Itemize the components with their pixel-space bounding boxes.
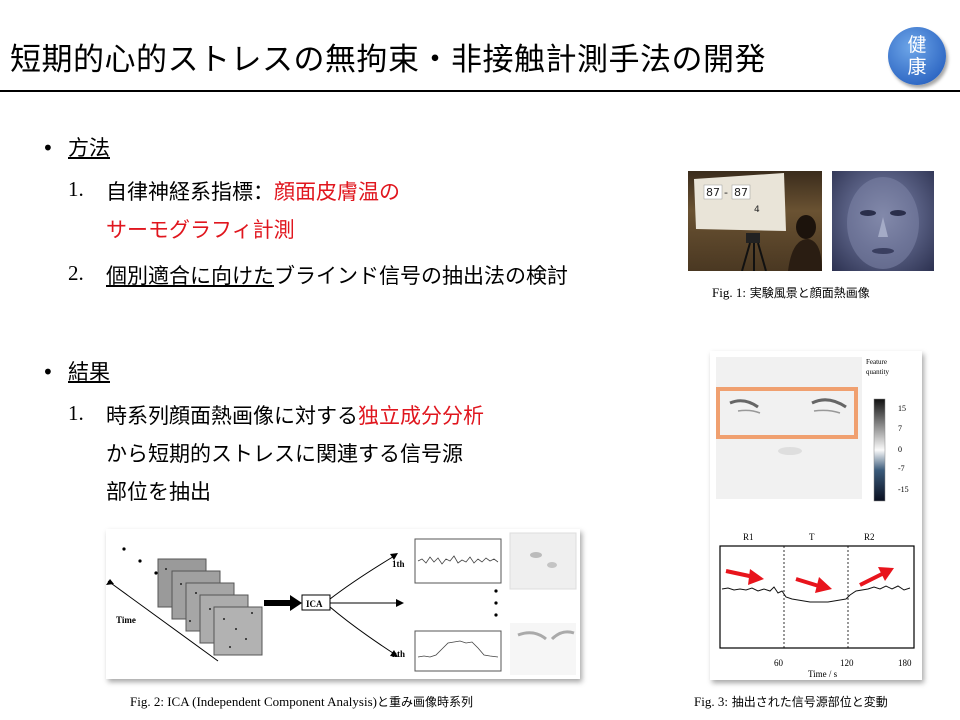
- phase-label-t: T: [809, 532, 815, 542]
- screen-separator: -: [724, 186, 728, 199]
- fig2-nth-label: nth: [392, 649, 405, 659]
- fig3-source-panel: Feature quantity 15 7 0 -7 -15 R1 T R2: [710, 351, 922, 680]
- fig2-time-label: Time: [116, 615, 136, 625]
- fig2-ica-diagram: Time ICA 1th nth: [106, 529, 580, 679]
- results-heading: 結果: [68, 360, 110, 384]
- phase-label-r1: R1: [743, 532, 754, 542]
- fig1-caption-prefix: Fig. 1:: [712, 285, 746, 300]
- trend-arrow-icon: [795, 577, 832, 593]
- methods-heading: 方法: [68, 136, 110, 160]
- methods-item1-text: 自律神経系指標：顔面皮膚温の: [106, 176, 400, 206]
- phase-label-r2: R2: [864, 532, 875, 542]
- fig1-caption-text: 実験風景と顔面熱画像: [745, 286, 870, 300]
- fig2-caption-prefix: Fig. 2: ICA (Independent Component Analy…: [130, 694, 377, 709]
- results-item1-line1: 時系列顔面熱画像に対する独立成分分析: [106, 400, 484, 430]
- fig1-caption: Fig. 1: 実験風景と顔面熱画像: [712, 284, 870, 301]
- thermal-face-drawing: [847, 177, 919, 269]
- trend-arrow-icon: [725, 569, 764, 585]
- screen-number-2: 87: [734, 186, 748, 199]
- fig2-input-arrow-icon: [264, 595, 302, 611]
- fig2-caption-text: と重み画像時系列: [376, 695, 473, 709]
- bullet-dot-icon: •: [42, 136, 54, 160]
- signal-plot-frame: [719, 545, 915, 649]
- fig2-ica-label: ICA: [306, 599, 323, 609]
- results-line1-prefix: 時系列顔面熱画像に対する: [106, 404, 358, 428]
- methods-item2-underlined: 個別適合に向けた: [106, 264, 274, 288]
- x-tick: 120: [840, 658, 854, 668]
- badge-char-1: 健: [907, 34, 927, 56]
- colorbar-title-1: Feature: [866, 358, 887, 366]
- thermal-frame-stack: [157, 558, 263, 656]
- trend-arrow-icon: [859, 567, 894, 587]
- page-title: 短期的心的ストレスの無拘束・非接触計測手法の開発: [10, 42, 766, 78]
- results-item1-line2: から短期的ストレスに関連する信号源: [106, 442, 463, 466]
- methods-item1-red-1: 顔面皮膚温の: [274, 180, 400, 204]
- results-item1-line3: 部位を抽出: [106, 480, 211, 504]
- experiment-scene-drawing: 87 - 87 4: [694, 173, 822, 271]
- source-region-highlight: [716, 387, 858, 439]
- methods-item1-number: 1.: [68, 177, 84, 201]
- colorbar-tick: 7: [898, 424, 902, 433]
- screen-number-1: 87: [706, 186, 720, 199]
- results-line1-red: 独立成分分析: [358, 404, 484, 428]
- methods-item1-red-2: サーモグラフィ計測: [106, 218, 295, 242]
- screen-number-3: 4: [754, 205, 760, 215]
- methods-item2-text: 個別適合に向けたブラインド信号の抽出法の検討: [106, 260, 568, 290]
- results-item1-number: 1.: [68, 401, 84, 425]
- bullet-dot-icon: •: [42, 360, 54, 384]
- fig2-drawing: Time ICA 1th nth: [106, 532, 577, 675]
- methods-item1-prefix: 自律神経系指標：: [106, 180, 274, 204]
- x-axis-label: Time / s: [808, 669, 838, 679]
- category-badge: 健 康: [888, 27, 946, 85]
- thermal-face-image: [832, 171, 934, 271]
- colorbar: [873, 398, 886, 502]
- fig3-caption-text: 抽出された信号源部位と変動: [727, 695, 888, 709]
- colorbar-title-2: quantity: [866, 368, 889, 376]
- fig3-caption-prefix: Fig. 3:: [694, 694, 728, 709]
- x-tick: 180: [898, 658, 912, 668]
- methods-item2-rest: ブラインド信号の抽出法の検討: [274, 264, 568, 288]
- fig2-first-label: 1th: [392, 559, 405, 569]
- title-divider: [0, 90, 960, 92]
- fig3-drawing: Feature quantity 15 7 0 -7 -15 R1 T R2: [716, 357, 915, 679]
- colorbar-tick: 15: [898, 404, 906, 413]
- colorbar-tick: 0: [898, 445, 902, 454]
- methods-item2-number: 2.: [68, 261, 84, 285]
- x-tick: 60: [774, 658, 784, 668]
- badge-char-2: 康: [907, 56, 927, 78]
- signal-trace: [721, 585, 911, 603]
- fig2-caption: Fig. 2: ICA (Independent Component Analy…: [130, 693, 473, 710]
- fig3-caption: Fig. 3: 抽出された信号源部位と変動: [694, 693, 888, 710]
- colorbar-tick: -15: [898, 485, 909, 494]
- experiment-scene-photo: 87 - 87 4: [688, 171, 822, 271]
- colorbar-tick: -7: [898, 464, 905, 473]
